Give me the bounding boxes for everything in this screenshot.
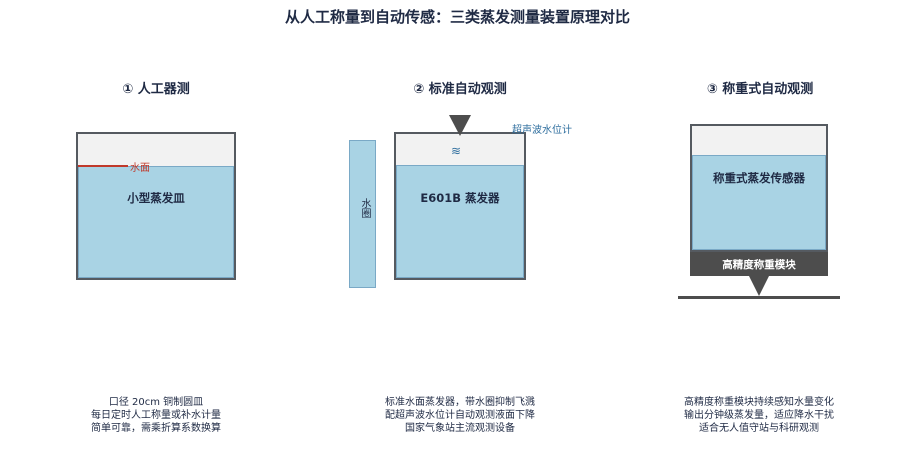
panel-3-title: ③ 称重式自动观测 xyxy=(706,82,814,97)
water-surface-line xyxy=(78,165,128,167)
panel-1-desc-line: 每日定时人工称量或补水计量 xyxy=(91,410,221,421)
weighing-module xyxy=(690,252,828,276)
e601b-water xyxy=(396,165,524,278)
weighing-module-label: 高精度称重模块 xyxy=(722,259,796,271)
panel-2-title: ② 标准自动观测 xyxy=(413,82,507,97)
load-point-icon xyxy=(749,276,769,296)
panel-2-description: 标准水面蒸发器，带水圈抑制飞溅 配超声波水位计自动观测液面下降 国家气象站主流观… xyxy=(350,396,570,435)
ultrasonic-sensor-icon xyxy=(449,115,471,136)
panel-1-desc-line: 简单可靠，需乘折算系数换算 xyxy=(91,423,221,434)
ultrasonic-wave-icon: ≋ xyxy=(451,144,462,158)
weighing-sensor-label: 称重式蒸发传感器 xyxy=(713,171,805,185)
panel-1-description: 口径 20cm 铜制圆皿 每日定时人工称量或补水计量 简单可靠，需乘折算系数换算 xyxy=(46,396,266,435)
water-ring-label: 水圈 xyxy=(359,198,370,218)
panel-3-desc-line: 适合无人值守站与科研观测 xyxy=(699,423,819,434)
panel-2-desc-line: 配超声波水位计自动观测液面下降 xyxy=(385,410,535,421)
panel-2-desc-line: 国家气象站主流观测设备 xyxy=(405,423,515,434)
water-ring xyxy=(349,140,376,288)
panel-1-title: ① 人工器测 xyxy=(122,82,190,97)
diagram-title: 从人工称量到自动传感：三类蒸发测量装置原理对比 xyxy=(284,8,630,26)
panel-3-description: 高精度称重模块持续感知水量变化 输出分钟级蒸发量，适应降水干扰 适合无人值守站与… xyxy=(649,396,869,435)
weighing-tank-water xyxy=(692,155,826,250)
panel-2-desc-line: 标准水面蒸发器，带水圈抑制飞溅 xyxy=(385,397,535,408)
ultrasonic-sensor-label: 超声波水位计 xyxy=(512,125,572,136)
panel-3-desc-line: 输出分钟级蒸发量，适应降水干扰 xyxy=(684,410,834,421)
panel-1-desc-line: 口径 20cm 铜制圆皿 xyxy=(108,397,204,408)
water-surface-label: 水面 xyxy=(130,163,150,174)
e601b-label: E601B 蒸发器 xyxy=(420,191,500,205)
small-pan-label: 小型蒸发皿 xyxy=(127,191,185,205)
panel-3-desc-line: 高精度称重模块持续感知水量变化 xyxy=(684,397,834,408)
small-pan-water xyxy=(78,166,234,278)
ground-line xyxy=(678,296,840,299)
